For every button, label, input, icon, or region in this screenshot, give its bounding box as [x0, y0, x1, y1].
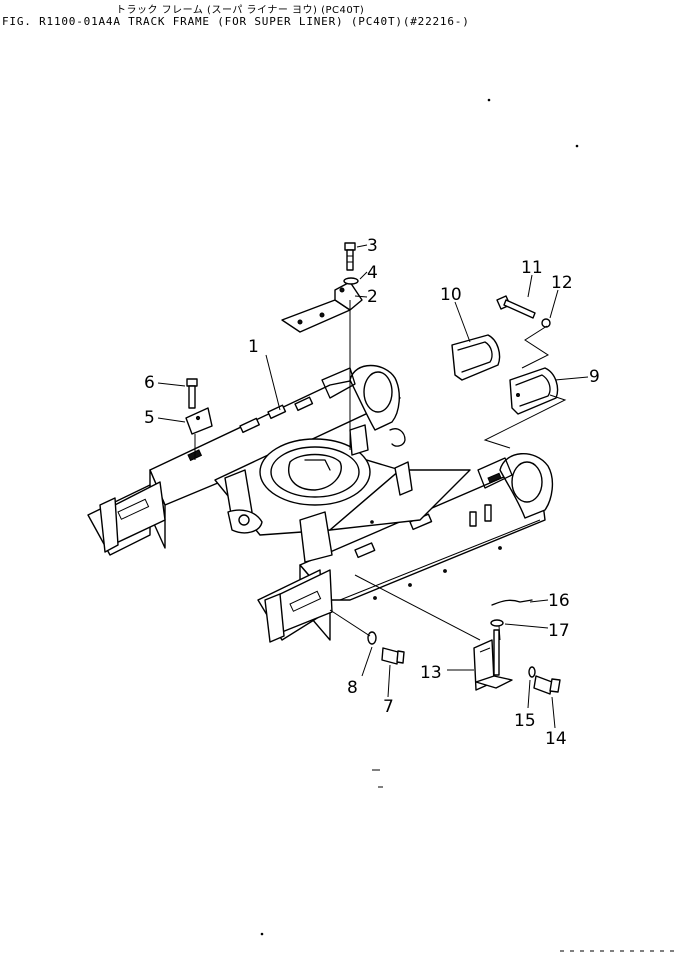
- callout-12: 12: [551, 273, 573, 293]
- bracket-part-13: [473, 629, 513, 691]
- washer-part-8: [367, 631, 377, 645]
- bolt-part-11: [496, 295, 536, 319]
- bracket-part-2: [281, 281, 363, 450]
- leader-lines: [157, 244, 589, 729]
- callout-3: 3: [367, 236, 378, 256]
- washer-part-12: [541, 318, 551, 328]
- callout-17: 17: [548, 621, 570, 641]
- washer-part-4: [343, 277, 359, 285]
- scan-marks: [260, 98, 676, 952]
- bolt-part-14: [533, 675, 561, 695]
- figure-title: FIG. R1100-01A4A TRACK FRAME (FOR SUPER …: [2, 15, 470, 28]
- callout-13: 13: [420, 663, 442, 683]
- callout-14: 14: [545, 729, 567, 749]
- callout-11: 11: [521, 258, 543, 278]
- bolt-part-7: [381, 647, 405, 665]
- callout-7: 7: [383, 697, 394, 717]
- washer-part-15: [528, 666, 536, 678]
- bolt-part-3: [344, 242, 356, 271]
- bolt-part-6: [186, 378, 198, 409]
- guard-part-9: [509, 367, 559, 415]
- callout-2: 2: [367, 287, 378, 307]
- callout-8: 8: [347, 678, 358, 698]
- callout-labels: 1 2 3 4 5 6 7 8 9 10 11 12 13 14 15 16 1…: [144, 236, 600, 749]
- header: トラック フレーム (スーパ ライナー ヨウ) (PC40T) FIG. R11…: [0, 0, 676, 40]
- callout-6: 6: [144, 373, 155, 393]
- callout-4: 4: [367, 263, 378, 283]
- callout-5: 5: [144, 408, 155, 428]
- guard-part-10: [451, 334, 501, 381]
- callout-1: 1: [248, 337, 259, 357]
- callout-16: 16: [548, 591, 570, 611]
- japanese-title: トラック フレーム (スーパ ライナー ヨウ) (PC40T): [116, 5, 365, 16]
- callout-9: 9: [589, 367, 600, 387]
- pin-part-16: [491, 599, 533, 606]
- callout-10: 10: [440, 285, 462, 305]
- plate-part-5: [185, 407, 213, 460]
- washer-part-17: [490, 619, 504, 627]
- track-frame: [87, 364, 554, 643]
- callout-15: 15: [514, 711, 536, 731]
